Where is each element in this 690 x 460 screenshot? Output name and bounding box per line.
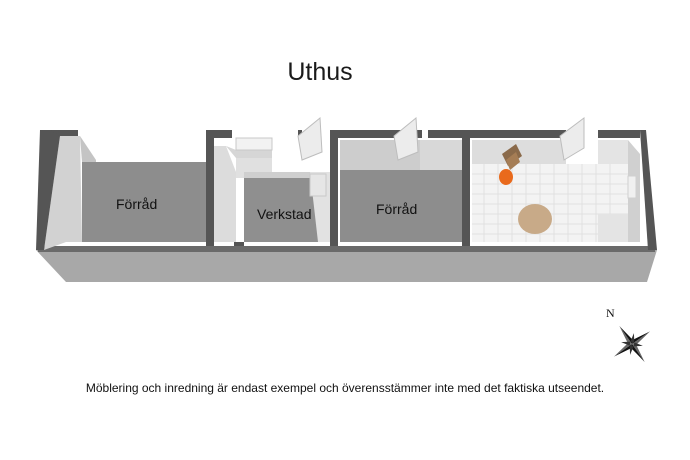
- wall-face: [212, 146, 236, 242]
- room-label-storage-2: Förråd: [376, 201, 418, 217]
- room-label-workshop: Verkstad: [257, 206, 312, 222]
- wall-face: [598, 214, 628, 242]
- wall-face: [226, 146, 272, 158]
- wall-face: [44, 136, 82, 250]
- compass-north-label: N: [606, 306, 615, 320]
- floorplan-title: Uthus: [287, 58, 353, 86]
- disclaimer-text: Möblering och inredning är endast exempe…: [85, 381, 605, 395]
- exterior-base-top: [38, 246, 655, 252]
- workbench: [309, 173, 327, 197]
- room-floor-storage-1: [82, 162, 206, 242]
- rug: [518, 204, 552, 234]
- wall-face: [420, 140, 462, 170]
- door-leaf: [297, 116, 323, 161]
- door-leaves: [297, 116, 585, 161]
- orange-lamp: [499, 169, 513, 185]
- exterior-base: [36, 250, 657, 282]
- wall-face: [598, 140, 628, 164]
- room-floor-storage-2: [340, 170, 462, 242]
- compass-rose-icon: [613, 325, 651, 363]
- door-leaf: [559, 117, 585, 161]
- door-frame: [235, 137, 273, 151]
- room-label-storage-1: Förråd: [116, 196, 158, 212]
- door-leaf: [393, 116, 419, 161]
- side-table: [627, 175, 637, 199]
- wall-face: [80, 136, 96, 162]
- chair: [502, 144, 522, 170]
